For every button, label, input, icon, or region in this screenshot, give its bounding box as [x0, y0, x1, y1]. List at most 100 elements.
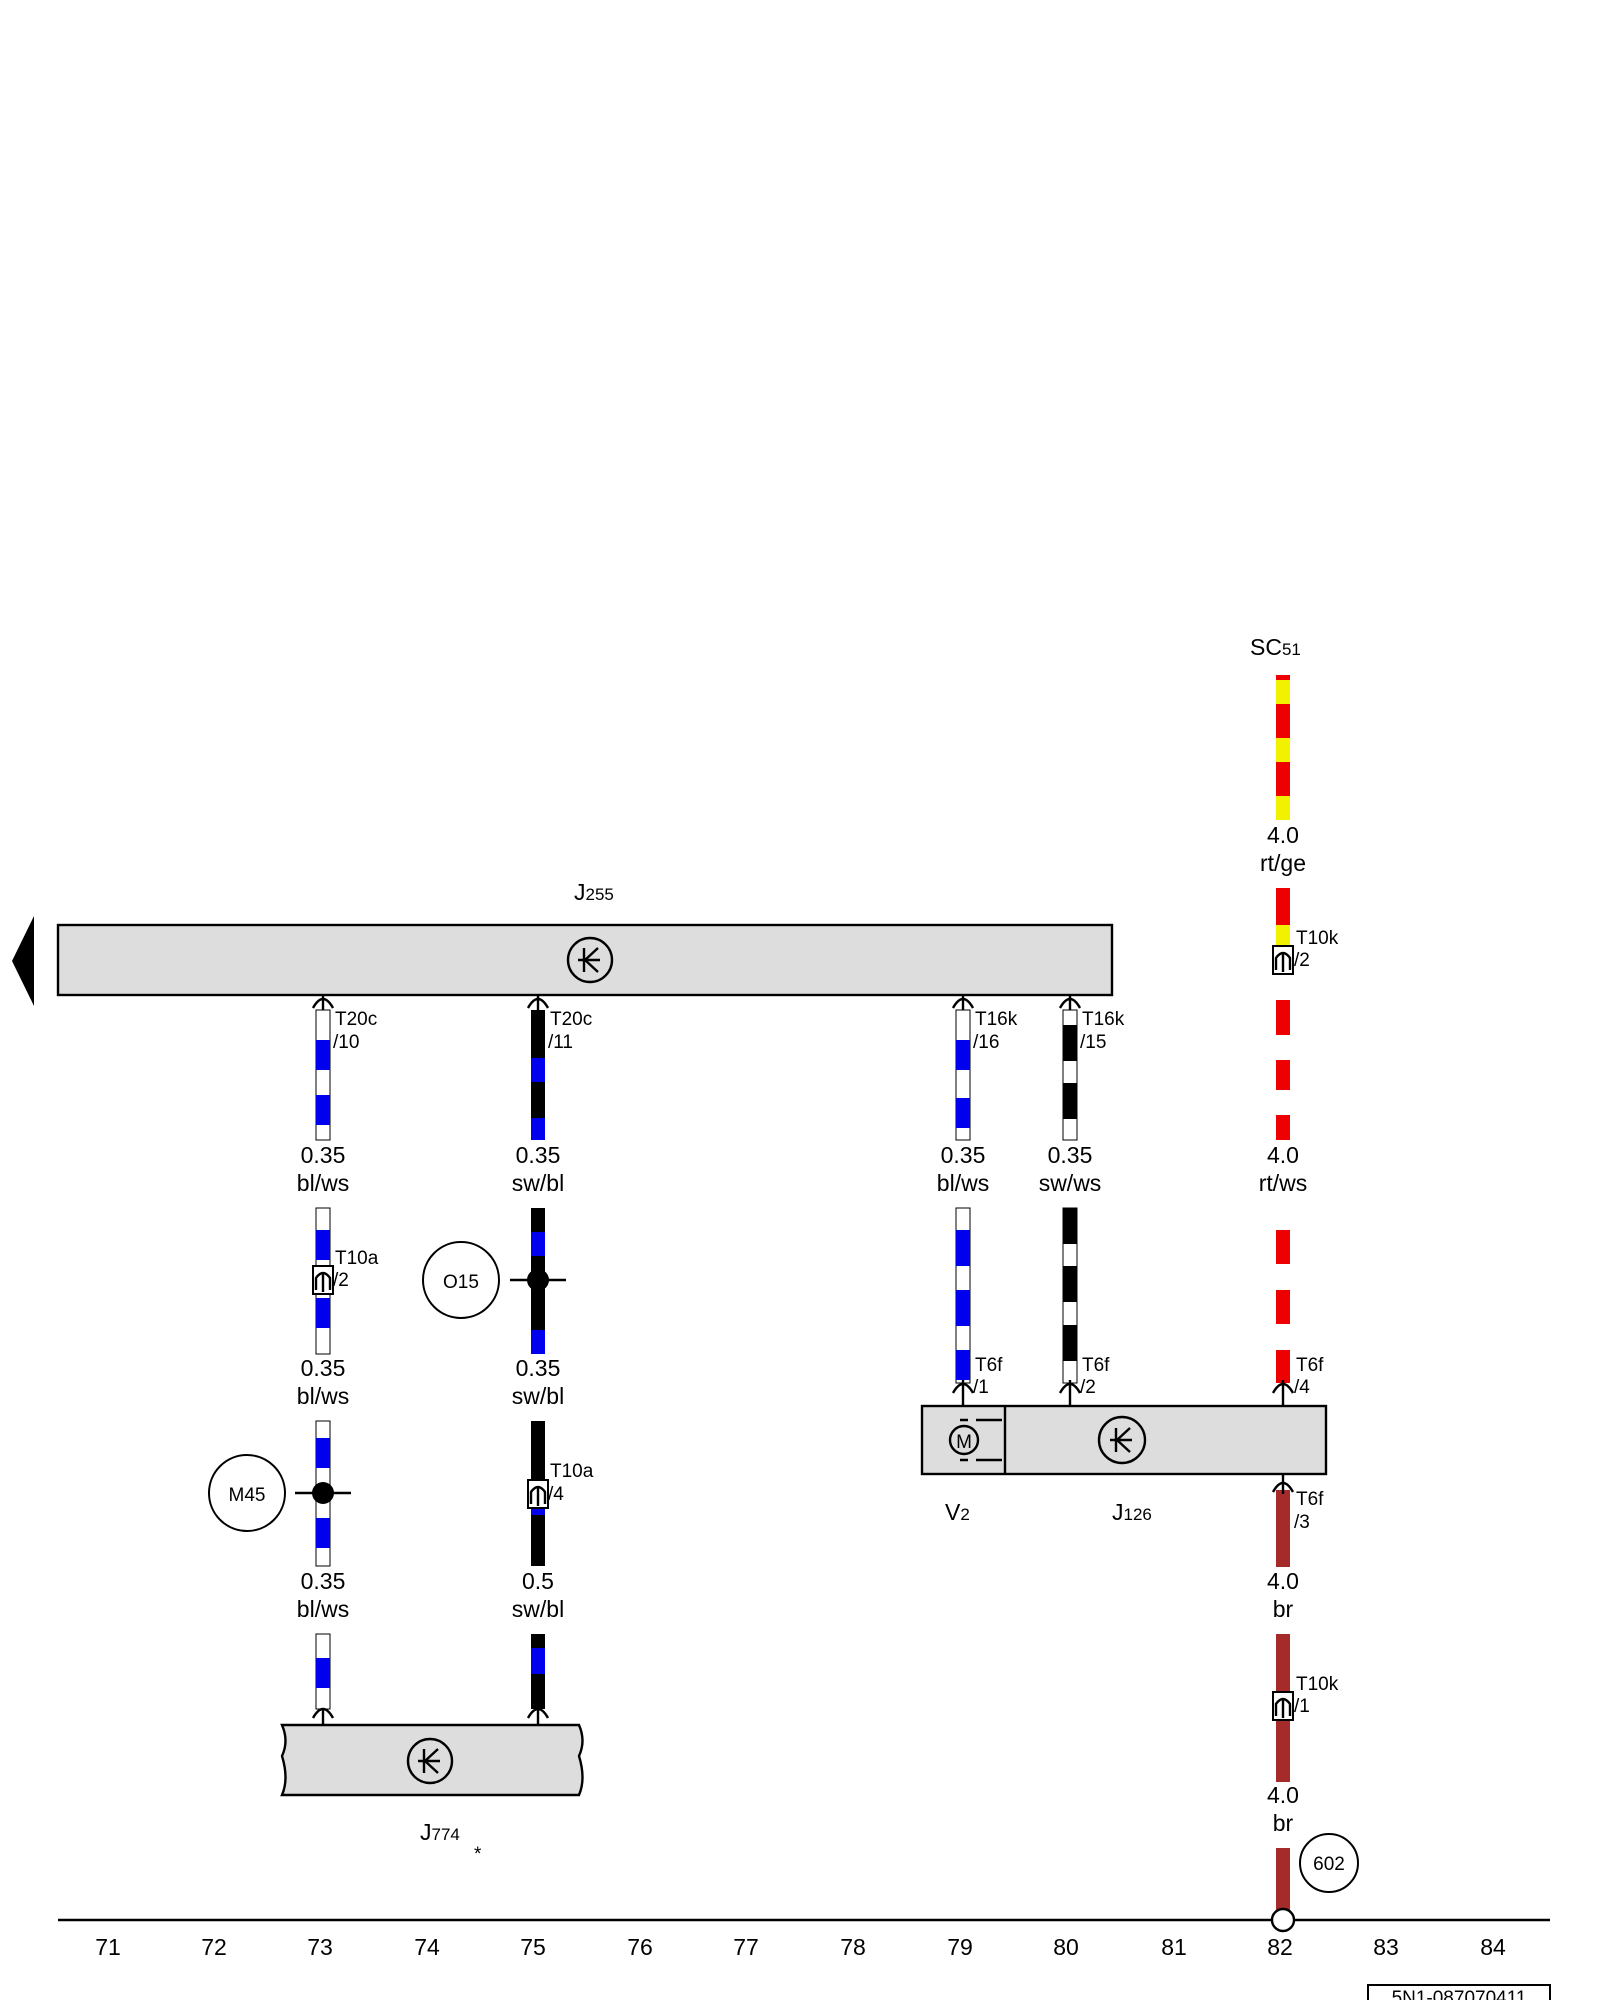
track-number: 74 — [414, 1934, 440, 1960]
ground-bus-junction[interactable] — [1270, 1907, 1296, 1933]
connector-labels: T20c/10 T20c/11 T16k/16 T16k/15 T10k/2 T… — [333, 928, 1339, 1717]
wire-75-upper[interactable] — [531, 1010, 545, 1140]
svg-text:/10: /10 — [333, 1032, 359, 1053]
svg-text:sw/bl: sw/bl — [512, 1596, 564, 1622]
track-number: 78 — [840, 1934, 866, 1960]
svg-text:4.0: 4.0 — [1267, 1782, 1299, 1808]
track-number: 72 — [201, 1934, 227, 1960]
svg-text:0.5: 0.5 — [522, 1568, 554, 1594]
diagram-id: 5N1-087070411 — [1392, 1988, 1527, 2000]
svg-text:/11: /11 — [548, 1032, 573, 1053]
plug-t10a-2[interactable] — [312, 1265, 334, 1295]
track-number: 84 — [1480, 1934, 1506, 1960]
wire-82-brown-3[interactable] — [1276, 1848, 1290, 1912]
j774-footnote: * — [474, 1844, 482, 1865]
svg-text:T16k: T16k — [1082, 1009, 1125, 1030]
svg-text:br: br — [1273, 1596, 1294, 1622]
svg-text:0.35: 0.35 — [301, 1355, 346, 1381]
svg-text:602: 602 — [1313, 1854, 1345, 1875]
svg-text:sw/bl: sw/bl — [512, 1383, 564, 1409]
svg-text:T16k: T16k — [975, 1009, 1018, 1030]
wire-73-bottom[interactable] — [315, 1633, 331, 1710]
track-number: 77 — [733, 1934, 759, 1960]
splice-o15[interactable]: O15 — [422, 1241, 566, 1319]
svg-text:/1: /1 — [1294, 1696, 1310, 1717]
svg-text:/15: /15 — [1080, 1032, 1106, 1053]
svg-text:br: br — [1273, 1810, 1294, 1836]
wire-82-middle[interactable] — [1276, 1208, 1290, 1383]
wire-82-sc51[interactable] — [1276, 675, 1290, 820]
track-number: 79 — [947, 1934, 973, 1960]
svg-text:M45: M45 — [229, 1485, 266, 1506]
svg-text:4.0: 4.0 — [1267, 1568, 1299, 1594]
track-number: 81 — [1161, 1934, 1187, 1960]
track-number: 82 — [1267, 1934, 1293, 1960]
svg-text:T10a: T10a — [550, 1461, 594, 1482]
v2-label: V2 — [945, 1499, 970, 1525]
wire-82-upper[interactable] — [1276, 888, 1290, 1140]
plug-t10k-1[interactable] — [1272, 1691, 1294, 1721]
wire-75-bottom[interactable] — [531, 1634, 545, 1709]
svg-text:/2: /2 — [1294, 950, 1310, 971]
svg-text:M: M — [956, 1432, 972, 1453]
connector-forks-j774 — [311, 1707, 550, 1725]
wire-73-upper[interactable] — [315, 1009, 331, 1141]
plug-t10k-2[interactable] — [1272, 945, 1294, 975]
wire-82-brown-1[interactable] — [1276, 1490, 1290, 1567]
svg-text:T20c: T20c — [335, 1009, 377, 1030]
svg-text:bl/ws: bl/ws — [937, 1170, 989, 1196]
svg-text:bl/ws: bl/ws — [297, 1170, 349, 1196]
svg-text:0.35: 0.35 — [941, 1142, 986, 1168]
svg-text:T10a: T10a — [335, 1248, 379, 1269]
splice-m45[interactable]: M45 — [208, 1454, 351, 1532]
track-numbers: 71 72 73 74 75 76 77 78 79 80 81 82 83 8… — [95, 1934, 1506, 1960]
sc51-label: SC51 — [1250, 634, 1301, 660]
svg-text:/2: /2 — [333, 1270, 349, 1291]
motor-v2[interactable]: M — [948, 1418, 1002, 1462]
svg-text:0.35: 0.35 — [516, 1142, 561, 1168]
svg-text:/4: /4 — [548, 1484, 564, 1505]
svg-text:0.35: 0.35 — [301, 1142, 346, 1168]
track-number: 83 — [1373, 1934, 1399, 1960]
svg-text:bl/ws: bl/ws — [297, 1596, 349, 1622]
svg-text:/1: /1 — [973, 1377, 989, 1398]
connector-forks-j126 — [951, 1380, 1295, 1494]
svg-text:/3: /3 — [1294, 1512, 1310, 1533]
track-number: 80 — [1053, 1934, 1079, 1960]
component-j774[interactable] — [280, 1723, 584, 1797]
wire-79-upper[interactable] — [955, 1009, 971, 1141]
svg-text:0.35: 0.35 — [516, 1355, 561, 1381]
wire-80-lower[interactable] — [1062, 1207, 1078, 1384]
svg-text:T6f: T6f — [975, 1355, 1003, 1376]
connector-forks-j255 — [311, 995, 1082, 1010]
svg-text:rt/ws: rt/ws — [1259, 1170, 1308, 1196]
j774-label: J774 — [420, 1819, 460, 1845]
track-number: 76 — [627, 1934, 653, 1960]
svg-text:4.0: 4.0 — [1267, 1142, 1299, 1168]
component-j126[interactable] — [920, 1404, 1328, 1476]
wire-79-lower[interactable] — [955, 1207, 971, 1384]
svg-text:0.35: 0.35 — [301, 1568, 346, 1594]
svg-text:/2: /2 — [1080, 1377, 1096, 1398]
plug-t10a-4[interactable] — [527, 1479, 549, 1509]
svg-text:T10k: T10k — [1296, 1674, 1339, 1695]
wire-80-upper[interactable] — [1062, 1009, 1078, 1141]
svg-text:T6f: T6f — [1082, 1355, 1110, 1376]
component-j255[interactable] — [12, 916, 1114, 1006]
ground-602[interactable]: 602 — [1299, 1833, 1359, 1893]
track-number: 73 — [307, 1934, 333, 1960]
svg-text:T6f: T6f — [1296, 1489, 1324, 1510]
track-number: 71 — [95, 1934, 121, 1960]
svg-text:/16: /16 — [973, 1032, 999, 1053]
svg-text:4.0: 4.0 — [1267, 822, 1299, 848]
track-number: 75 — [520, 1934, 546, 1960]
svg-text:T6f: T6f — [1296, 1355, 1324, 1376]
j255-label: J255 — [574, 879, 614, 905]
svg-text:sw/ws: sw/ws — [1039, 1170, 1102, 1196]
svg-text:sw/bl: sw/bl — [512, 1170, 564, 1196]
svg-text:/4: /4 — [1294, 1377, 1310, 1398]
j126-label: J126 — [1112, 1499, 1152, 1525]
svg-text:T10k: T10k — [1296, 928, 1339, 949]
